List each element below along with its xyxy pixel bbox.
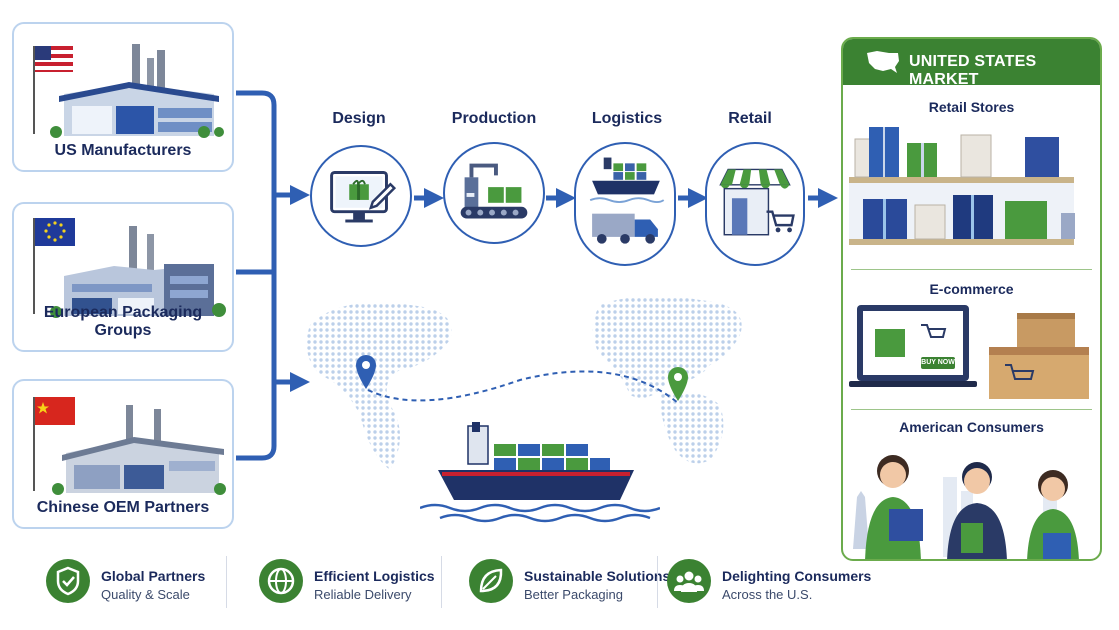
stage-logistics [574, 142, 676, 266]
feature-subtitle: Quality & Scale [101, 587, 190, 602]
source-card-china: Chinese OEM Partners [12, 379, 234, 529]
feature-title: Delighting Consumers [722, 568, 872, 584]
retail-shelves-illustration [849, 127, 1075, 245]
us-flag [33, 46, 73, 134]
factory-illustration [33, 218, 226, 318]
leaf-icon [469, 559, 513, 603]
stage-title-production: Production [451, 110, 537, 127]
feature-title: Efficient Logistics [314, 568, 435, 584]
market-header: UNITED STATES MARKET [843, 39, 1100, 88]
stage-title-design: Design [332, 110, 386, 127]
eu-flag [33, 218, 75, 314]
feature-subtitle: Across the U.S. [722, 587, 813, 602]
storefront-icon [719, 168, 795, 236]
feature-separator [441, 556, 442, 608]
world-map [306, 296, 742, 470]
source-bracket [236, 90, 277, 461]
feature-title: Global Partners [101, 568, 206, 584]
destination-pin [668, 367, 688, 401]
cargo-ship-illustration [420, 422, 660, 523]
design-computer-icon [330, 171, 397, 223]
shipping-boxes-illustration [989, 313, 1089, 399]
section-title-consumers: American Consumers [899, 419, 1044, 435]
source-label: US Manufacturers [54, 142, 192, 159]
people-icon [667, 559, 711, 603]
conveyor-robot-icon [460, 163, 528, 219]
source-label: Chinese OEM Partners [36, 499, 210, 516]
globe-icon [259, 559, 303, 603]
stage-production [443, 142, 545, 244]
buy-now-button[interactable]: BUY NOW [921, 357, 955, 369]
feature-separator [226, 556, 227, 608]
feature-separator [657, 556, 658, 608]
source-label: European Packaging Groups [43, 304, 203, 339]
section-divider [851, 269, 1092, 270]
section-title-retail-stores: Retail Stores [928, 99, 1015, 115]
landmass-europe-asia [592, 296, 742, 398]
landmass-americas [306, 302, 452, 470]
landmass-africa [660, 391, 724, 464]
source-card-eu: European Packaging Groups [12, 202, 234, 352]
section-title-ecommerce: E-commerce [929, 281, 1014, 297]
factory-illustration [33, 397, 226, 495]
stage-title-retail: Retail [728, 110, 772, 127]
feature-title: Sustainable Solutions [524, 568, 671, 584]
source-card-us: US Manufacturers [12, 22, 234, 172]
shipping-route [367, 370, 679, 404]
feature-subtitle: Reliable Delivery [314, 587, 412, 602]
ecommerce-illustration [849, 305, 977, 387]
consumers-illustration [853, 455, 1079, 559]
section-divider [851, 409, 1092, 410]
factory-illustration [33, 44, 224, 138]
origin-pin [356, 355, 376, 389]
us-market-panel: UNITED STATES MARKET Retail Stores E-com… [841, 37, 1102, 561]
ship-truck-icon [589, 157, 665, 244]
market-title: UNITED STATES MARKET [909, 53, 1037, 88]
stage-design [310, 145, 412, 247]
us-map-icon [867, 51, 899, 73]
stage-retail [705, 142, 805, 266]
shield-check-icon [46, 559, 90, 603]
china-flag [33, 397, 75, 491]
feature-subtitle: Better Packaging [524, 587, 624, 602]
stage-title-logistics: Logistics [591, 110, 663, 127]
